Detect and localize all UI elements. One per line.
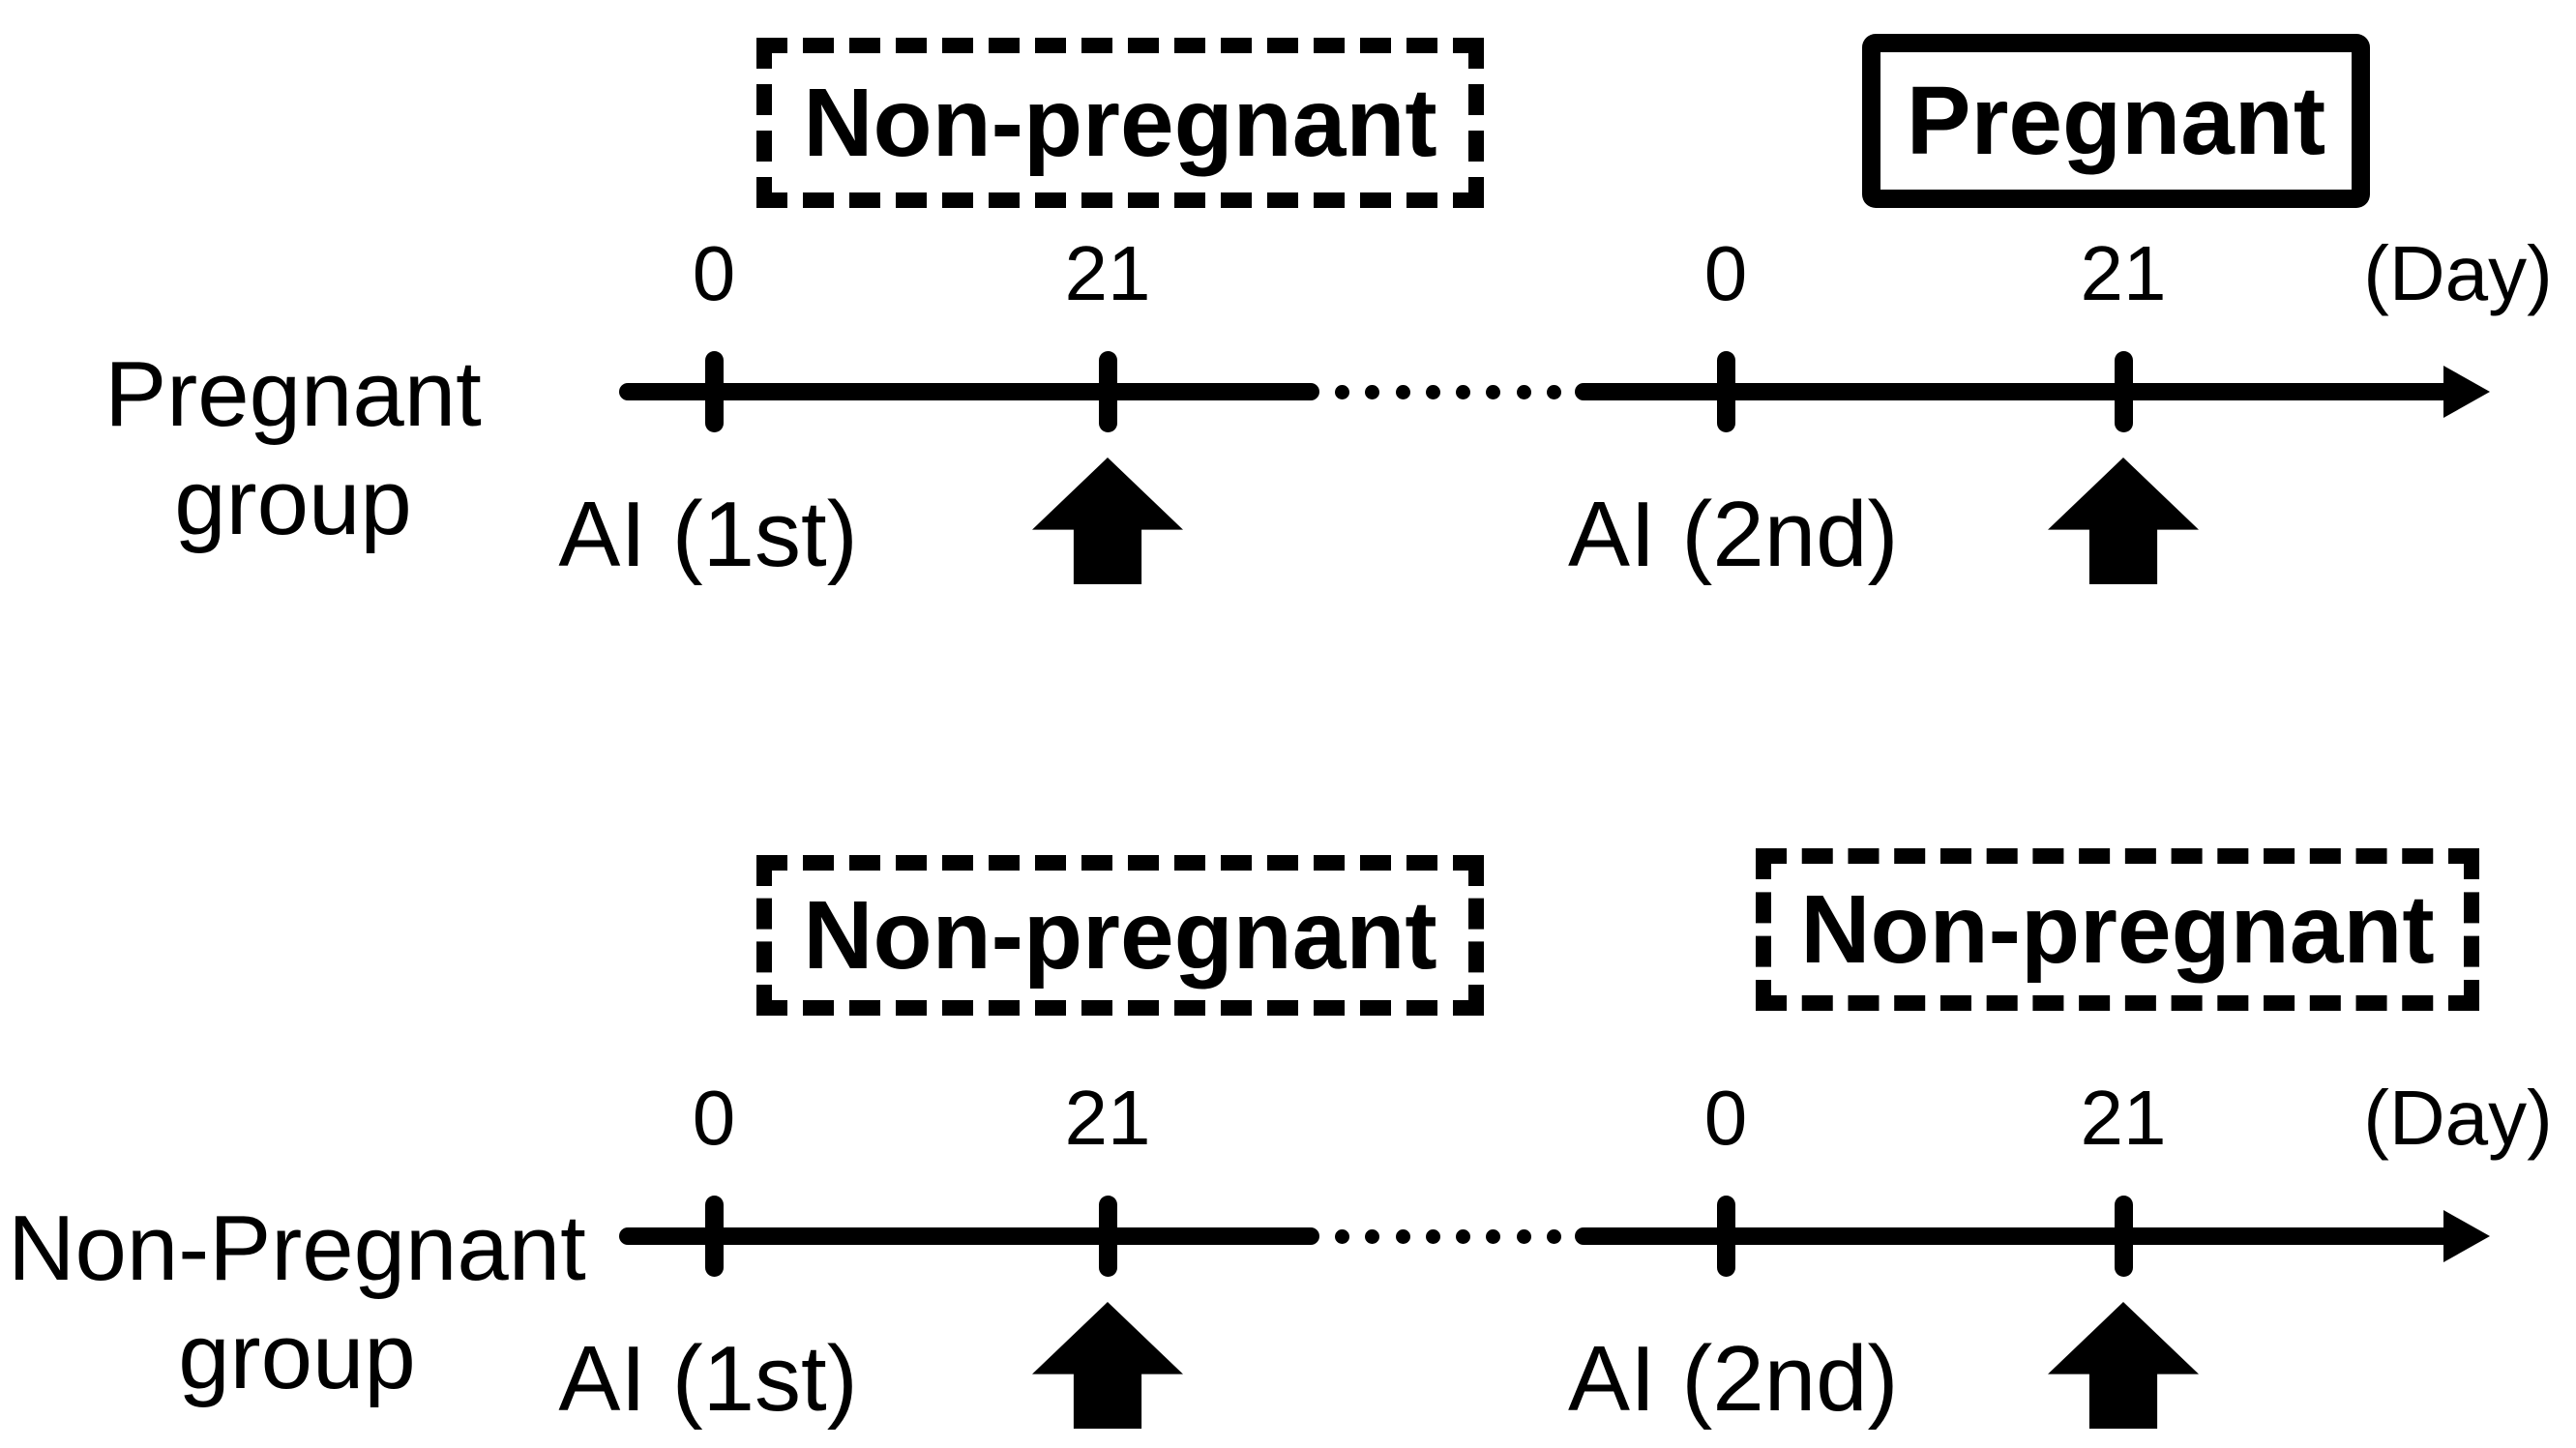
- gap-dot: [1395, 385, 1410, 399]
- tick-mark: [1099, 1196, 1117, 1277]
- gap-dot: [1456, 385, 1471, 399]
- tick-mark: [2115, 351, 2133, 432]
- gap-dot: [1425, 1229, 1440, 1244]
- phase-box-label: Non-pregnant: [1800, 875, 2435, 984]
- day-tick-label: 21: [1064, 1075, 1151, 1161]
- day-tick-label: 21: [2080, 1075, 2167, 1161]
- group-label-pregnant: Pregnant group: [19, 340, 567, 557]
- tick-mark: [705, 1196, 724, 1277]
- group-label-line1: Pregnant: [104, 342, 482, 446]
- phase-box-label: Non-pregnant: [803, 881, 1437, 990]
- timeline-line-segment: [619, 383, 1319, 400]
- gap-dot: [1546, 1229, 1561, 1244]
- up-arrow-icon: [2048, 458, 2199, 584]
- day-tick-label: 21: [2080, 230, 2167, 316]
- up-arrow-icon: [1032, 458, 1183, 584]
- gap-dot: [1395, 1229, 1410, 1244]
- day-tick-label: 0: [1703, 230, 1748, 316]
- gap-dot: [1546, 385, 1561, 399]
- gap-dot: [1335, 1229, 1349, 1244]
- timeline-arrowhead: [2443, 366, 2490, 418]
- group-label-line1: Non-Pregnant: [8, 1197, 586, 1300]
- group-label-line2: group: [174, 451, 412, 554]
- ai-second-label: AI (2nd): [1568, 1327, 1899, 1431]
- tick-mark: [1717, 351, 1735, 432]
- gap-dot: [1516, 1229, 1531, 1244]
- phase-box-label: Non-pregnant: [803, 69, 1437, 177]
- gap-dot: [1365, 385, 1380, 399]
- timeline-line-segment: [619, 1227, 1319, 1245]
- ai-first-label: AI (1st): [558, 1327, 858, 1431]
- day-unit-label: (Day): [2363, 230, 2553, 316]
- day-unit-label: (Day): [2363, 1075, 2553, 1161]
- gap-dot: [1486, 385, 1501, 399]
- timeline-line-segment: [1575, 383, 2469, 400]
- tick-mark: [1717, 1196, 1735, 1277]
- ai-first-label: AI (1st): [558, 483, 858, 586]
- timeline-line-segment: [1575, 1227, 2469, 1245]
- day-tick-label: 0: [692, 1075, 736, 1161]
- gap-dot: [1335, 385, 1349, 399]
- phase-box-row2-second: Non-pregnant: [1756, 848, 2479, 1011]
- timeline-gap-dots: [1335, 385, 1561, 399]
- day-tick-label: 0: [1703, 1075, 1748, 1161]
- day-tick-label: 0: [692, 230, 736, 316]
- group-label-line2: group: [178, 1305, 416, 1408]
- gap-dot: [1456, 1229, 1471, 1244]
- gap-dot: [1365, 1229, 1380, 1244]
- tick-mark: [1099, 351, 1117, 432]
- tick-mark: [2115, 1196, 2133, 1277]
- phase-box-row1-first: Non-pregnant: [756, 38, 1484, 208]
- ai-second-label: AI (2nd): [1568, 483, 1899, 586]
- day-tick-label: 21: [1064, 230, 1151, 316]
- phase-box-label: Pregnant: [1906, 67, 2326, 175]
- phase-box-row2-first: Non-pregnant: [756, 855, 1484, 1016]
- gap-dot: [1486, 1229, 1501, 1244]
- gap-dot: [1516, 385, 1531, 399]
- timeline-arrowhead: [2443, 1210, 2490, 1262]
- tick-mark: [705, 351, 724, 432]
- timeline-gap-dots: [1335, 1229, 1561, 1244]
- up-arrow-icon: [2048, 1302, 2199, 1429]
- up-arrow-icon: [1032, 1302, 1183, 1429]
- group-label-non-pregnant: Non-Pregnant group: [0, 1195, 594, 1411]
- gap-dot: [1425, 385, 1440, 399]
- phase-box-row1-second: Pregnant: [1862, 34, 2370, 208]
